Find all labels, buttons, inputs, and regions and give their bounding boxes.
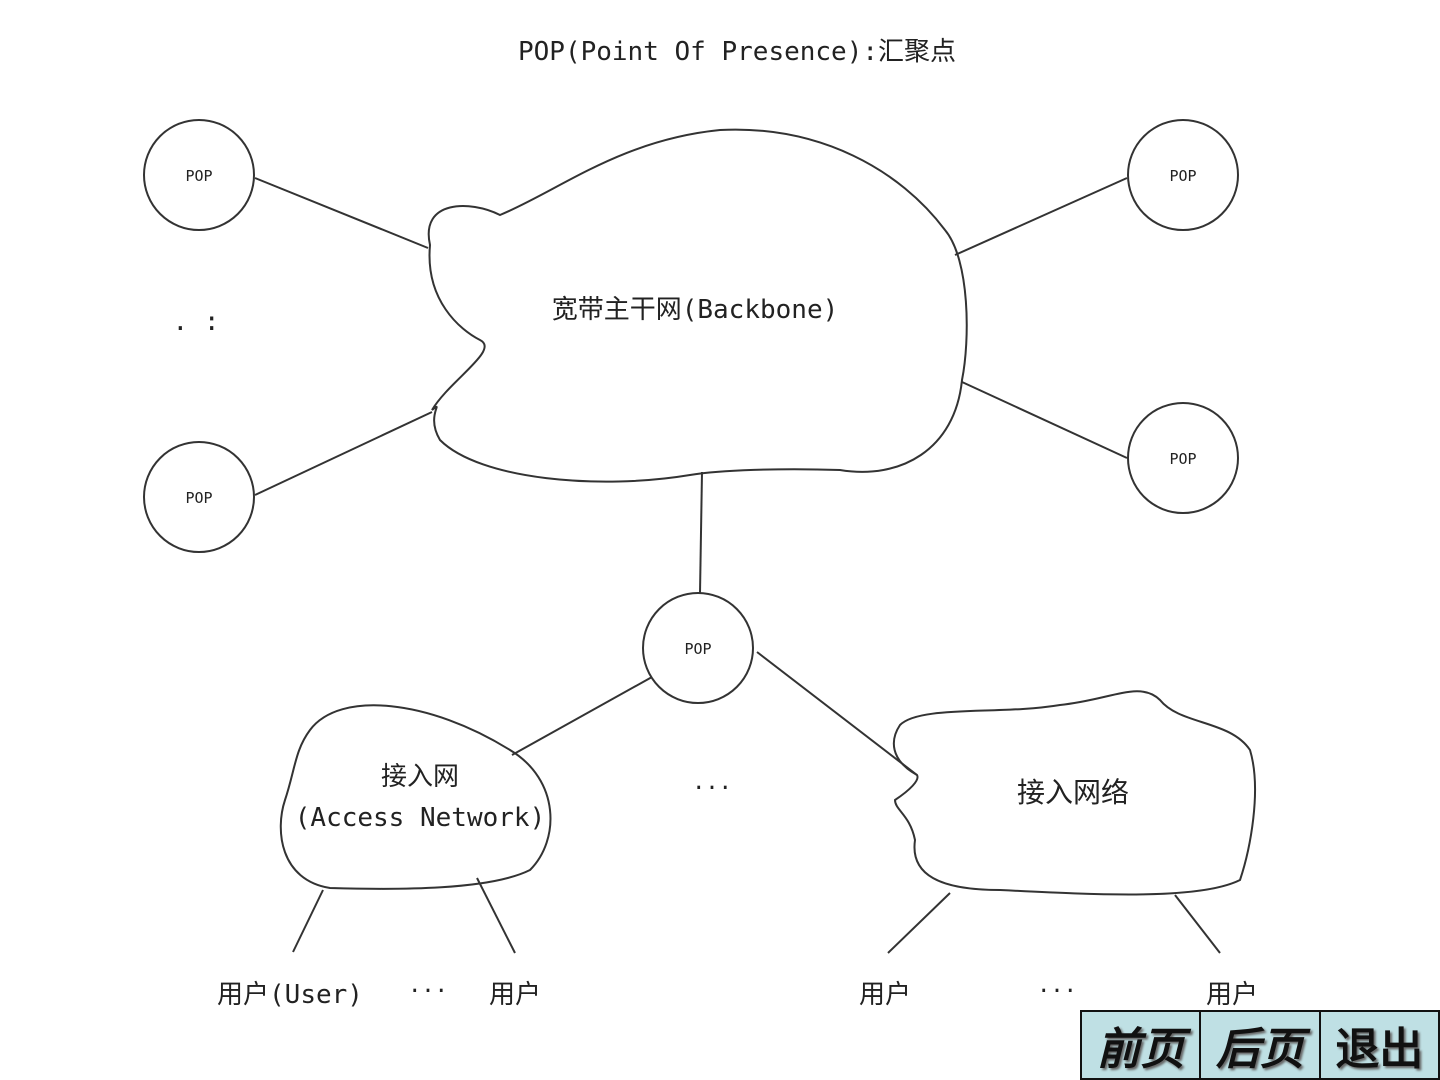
slide-navigation: 前页 后页 退出 — [1080, 1010, 1440, 1080]
pop-node — [143, 441, 255, 553]
pop-node — [1127, 402, 1239, 514]
link-pop-backbone — [961, 381, 1128, 459]
link-backbone-pop — [699, 471, 703, 594]
diagram-title: POP(Point Of Presence):汇聚点 — [518, 37, 956, 67]
access-network-2-label: 接入网络 — [1017, 776, 1129, 809]
backbone-label: 宽带主干网(Backbone) — [552, 295, 839, 325]
pop-node — [642, 592, 754, 704]
ellipsis: ··· — [1037, 979, 1077, 1004]
pop-label: POP — [1169, 167, 1196, 185]
access-network-label-en: (Access Network) — [295, 803, 545, 833]
side-dots: . : — [173, 307, 220, 337]
access-network-label: 接入网 — [381, 762, 459, 792]
user-label: 用户 — [859, 980, 911, 1010]
pop-node — [143, 119, 255, 231]
pop-node — [1127, 119, 1239, 231]
next-page-button[interactable]: 后页 — [1201, 1012, 1321, 1078]
prev-page-button[interactable]: 前页 — [1082, 1012, 1202, 1078]
access-network-cloud — [279, 704, 552, 890]
pop-label: POP — [185, 167, 212, 185]
link-pop-backbone — [254, 411, 433, 496]
link-user — [887, 892, 951, 954]
link-user — [476, 877, 516, 954]
link-user — [1174, 894, 1221, 954]
ellipsis: ··· — [408, 979, 448, 1004]
access-network-cloud — [892, 690, 1256, 896]
link-pop-backbone — [254, 177, 429, 249]
link-pop-access — [756, 651, 918, 776]
backbone-cloud — [427, 128, 968, 483]
user-label: 用户 — [489, 980, 541, 1010]
user-label: 用户 — [1206, 980, 1258, 1010]
pop-label: POP — [684, 640, 711, 658]
pop-label: POP — [185, 489, 212, 507]
exit-button[interactable]: 退出 — [1320, 1012, 1440, 1078]
link-pop-access — [511, 676, 653, 756]
pop-label: POP — [1169, 450, 1196, 468]
ellipsis: ··· — [692, 776, 732, 801]
link-user — [292, 889, 324, 953]
link-pop-backbone — [954, 177, 1128, 256]
user-label: 用户(User) — [217, 980, 363, 1010]
